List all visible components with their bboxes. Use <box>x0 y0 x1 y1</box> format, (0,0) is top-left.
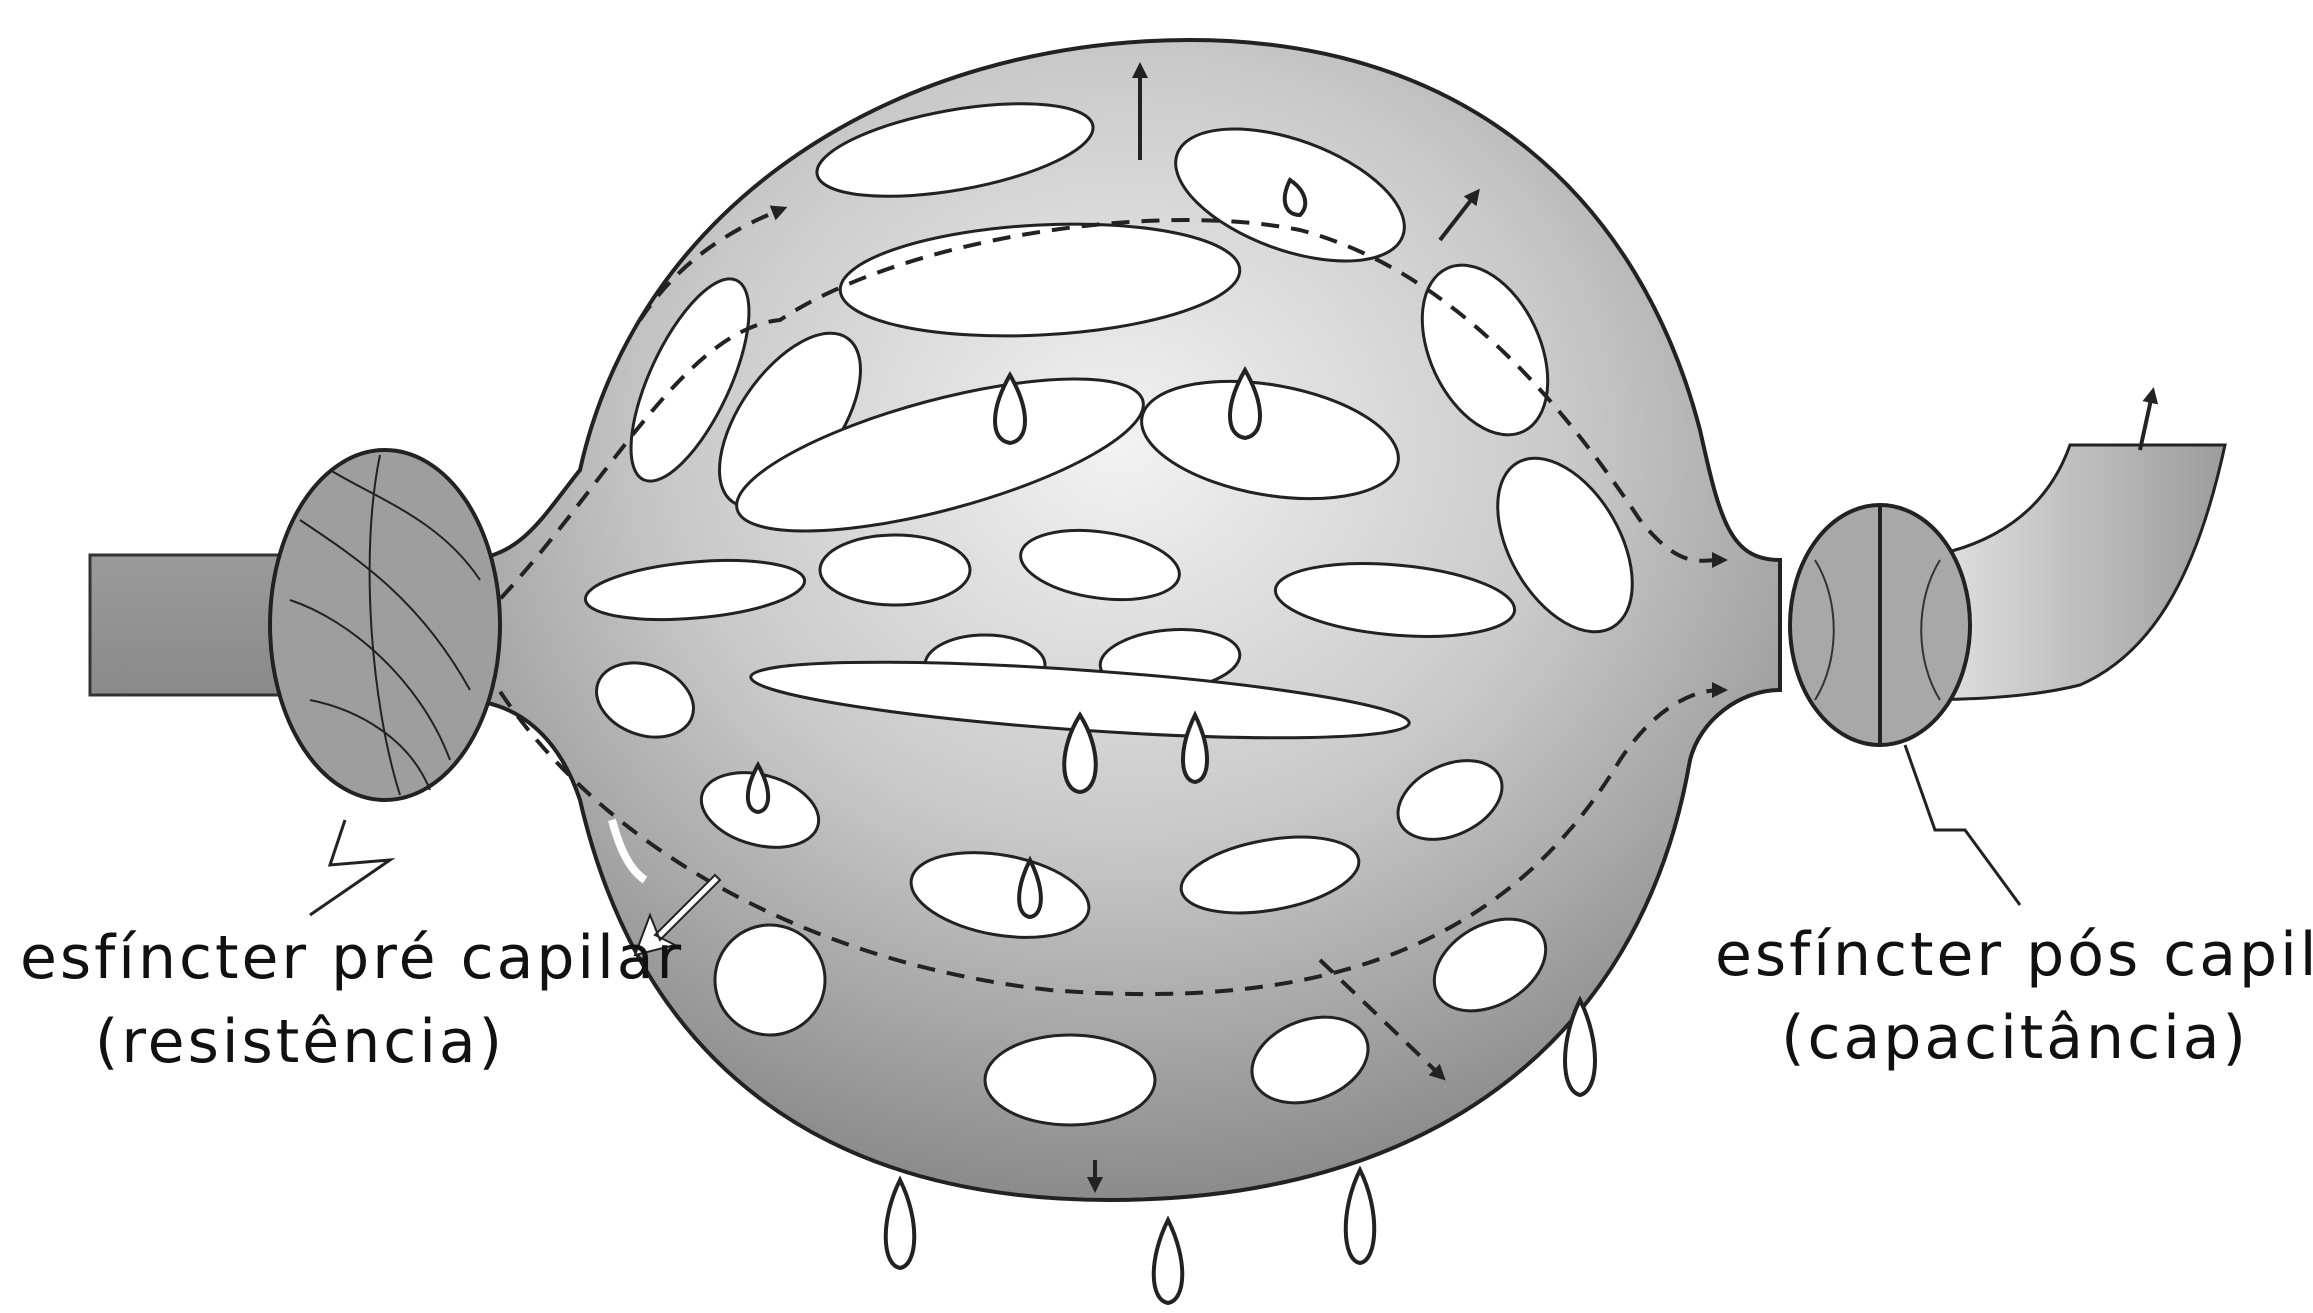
pre-leader-zigzag <box>310 820 390 915</box>
post-leader-zigzag <box>1905 745 2020 905</box>
droplet <box>1346 1170 1375 1263</box>
pre-capillary-sphincter <box>270 450 500 800</box>
droplet <box>1154 1220 1183 1303</box>
droplet <box>886 1180 915 1268</box>
pre-capillary-sphincter-role: (resistência) <box>20 1012 580 1072</box>
post-capillary-sphincter-label: esfíncter pós capilar <box>1715 925 2313 985</box>
post-capillary-sphincter <box>1790 505 1970 745</box>
tissue-island <box>985 1035 1155 1125</box>
pre-capillary-sphincter-label: esfíncter pré capilar <box>20 928 580 988</box>
arrow-exit-venule <box>2140 395 2152 450</box>
tissue-island <box>820 535 970 605</box>
post-capillary-sphincter-role: (capacitância) <box>1715 1008 2313 1068</box>
